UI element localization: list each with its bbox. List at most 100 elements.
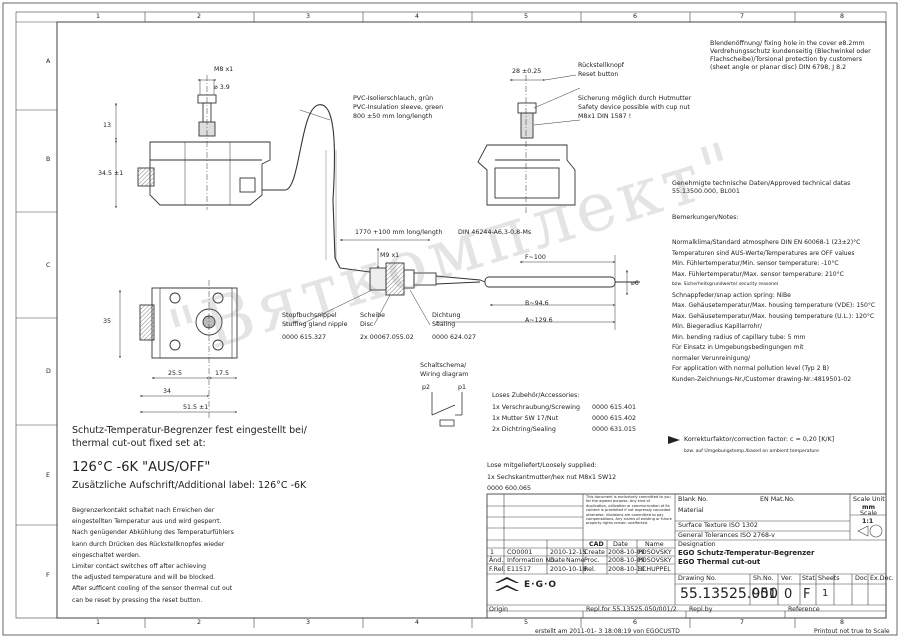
- safety-std: M8x1 DIN 1587 !: [578, 113, 632, 120]
- ego-logo-text: E·G·O: [524, 580, 558, 590]
- disc-no: 2x 00067.055.02: [360, 334, 414, 341]
- grid-col-5: 5: [524, 13, 529, 20]
- grid-col-4-bottom: 4: [415, 619, 420, 626]
- additional-label: Zusätzliche Aufschrift/Additional label:…: [72, 480, 307, 491]
- grid-col-8: 8: [840, 13, 845, 20]
- grid-col-4: 4: [415, 13, 420, 20]
- dim-b: B~94.6: [525, 300, 549, 307]
- surface-texture: Surface Texture ISO 1302: [678, 522, 758, 529]
- grid-row-e: E: [46, 472, 50, 479]
- info-no-label: Information No.: [507, 557, 556, 564]
- proc-name: POSOVSKY: [638, 557, 672, 564]
- grid-col-6: 6: [633, 13, 638, 20]
- scale-unit-label: Scale Unit: [853, 496, 885, 503]
- designation-de: EGO Schutz-Temperatur-Begrenzer: [678, 549, 815, 557]
- grid-col-8-bottom: 8: [840, 619, 845, 626]
- version-label: Ver.: [781, 575, 793, 582]
- wiring-en: Wiring diagram: [420, 371, 469, 378]
- cad-label: CAD: [589, 541, 604, 548]
- dim-d6: ⌀6: [631, 280, 639, 287]
- name-col-label: Name: [566, 557, 585, 564]
- sheets-label: Sheets: [818, 575, 840, 582]
- dim-m9: M9 x1: [380, 252, 400, 259]
- en-mat-no-label: EN Mat.No.: [760, 496, 795, 503]
- grid-row-b: B: [46, 156, 51, 163]
- create-name: POSOVSKY: [638, 549, 672, 556]
- general-tolerances: General Tolerances ISO 2768-v: [678, 532, 775, 539]
- reset-knob-en: Reset button: [578, 71, 619, 78]
- change-label: Änd.: [489, 557, 504, 564]
- dim-m8-thread: M8 x1: [214, 66, 234, 73]
- grid-col-1-bottom: 1: [96, 619, 101, 626]
- f-rel-date: 2010-10-18: [550, 566, 587, 573]
- grid-row-f: F: [46, 572, 50, 579]
- cutout-title-de: Schutz-Temperatur-Begrenzer fest eingest…: [72, 425, 307, 436]
- dim-d39: ⌀ 3.9: [214, 84, 230, 91]
- grid-col-3: 3: [306, 13, 311, 20]
- blank-no-label: Blank No.: [678, 496, 709, 503]
- approved-data: Genehmigte technische Daten/Approved tec…: [672, 180, 851, 196]
- grid-row-d: D: [46, 368, 51, 375]
- accessory-desc-2: 1x Mutter SW 17/Nut: [492, 415, 559, 422]
- legal-notice: This document is exclusively committed t…: [586, 495, 672, 526]
- wiring-de: Schaltschema/: [420, 362, 467, 369]
- din-nut: DIN 46244-A6,3-0,8-Ms: [458, 229, 532, 236]
- title-block-lines: [486, 493, 887, 619]
- drawing-no-label: Drawing No.: [678, 575, 717, 582]
- seal-no: 0000 624.027: [432, 334, 477, 341]
- sensor-assembly: [299, 109, 640, 330]
- capillary-tube: [262, 104, 341, 269]
- printout-note: Printout not true to Scale: [814, 628, 890, 635]
- status: F: [803, 587, 811, 602]
- accessory-no-3: 0000 631.015: [592, 426, 637, 433]
- pvc-label-de: PVC-Isolierschlauch, grün: [353, 95, 434, 102]
- pvc-label-en: PVC-Insulation sleeve, green: [353, 104, 444, 111]
- grid-row-a: A: [46, 58, 51, 65]
- disc-en: Disc: [360, 321, 374, 328]
- accessory-desc-3: 2x Dichtring/Sealing: [492, 426, 556, 433]
- remarks-list: Normalklima/Standard atmosphere DIN EN 6…: [672, 239, 876, 383]
- loosely-line-1: 1x Sechskantmutter/hex nut M8x1 SW12: [487, 474, 617, 481]
- dim-h345: 34.5 ±1: [98, 170, 124, 177]
- dim-f: F~100: [525, 254, 546, 261]
- safety-de: Sicherung möglich durch Hutmutter: [578, 95, 692, 102]
- grid-col-1: 1: [96, 13, 101, 20]
- sheets: 1: [822, 588, 829, 599]
- remarks-title: Bemerkungen/Notes:: [672, 214, 739, 221]
- gland-en: Stuffing gland nipple: [282, 321, 348, 328]
- accessory-no-1: 0000 615.401: [592, 404, 637, 411]
- correction-arrow-icon: [668, 436, 680, 444]
- thermostat-side-view: [115, 75, 271, 210]
- material-label: Material: [678, 507, 704, 514]
- grid-row-c: C: [46, 262, 51, 269]
- grid-col-7-bottom: 7: [740, 619, 745, 626]
- rev-no: 1: [490, 549, 495, 556]
- dim-d35: 35: [103, 318, 112, 325]
- designation-label: Designation: [678, 541, 716, 548]
- grid-ticks: [16, 12, 796, 628]
- grid-col-5-bottom: 5: [524, 619, 529, 626]
- replaces-label: Repl.for 55.13525.050/001/2: [586, 606, 677, 613]
- doc-label: Doc.: [855, 575, 870, 582]
- gland-no: 0000 615.327: [282, 334, 327, 341]
- grid-col-2: 2: [197, 13, 202, 20]
- dim-d255: 25.5: [168, 370, 183, 377]
- dim-d175: 17.5: [215, 370, 230, 377]
- create-label: Create: [584, 549, 605, 556]
- gland-de: Stopfbuchsnippel: [282, 312, 337, 319]
- rel-label: Rel.: [584, 566, 596, 573]
- rev-code: CO0001: [507, 549, 533, 556]
- loosely-line-2: 0000 600.065: [487, 485, 532, 492]
- ex-doc-label: Ex.Doc.: [870, 575, 894, 582]
- designation-en: EGO Thermal cut-out: [678, 558, 761, 566]
- cutout-description: Begrenzerkontakt schaltet nach Erreichen…: [72, 507, 234, 604]
- scale-label: Scale: [860, 510, 877, 517]
- grid-col-6-bottom: 6: [633, 619, 638, 626]
- dim-a: A~129.6: [525, 317, 553, 324]
- proc-label: Proc.: [584, 557, 600, 564]
- wiring-diagram-symbol: [431, 392, 463, 427]
- rel-date: 2008-10-10: [608, 566, 645, 573]
- accessory-no-2: 0000 615.402: [592, 415, 637, 422]
